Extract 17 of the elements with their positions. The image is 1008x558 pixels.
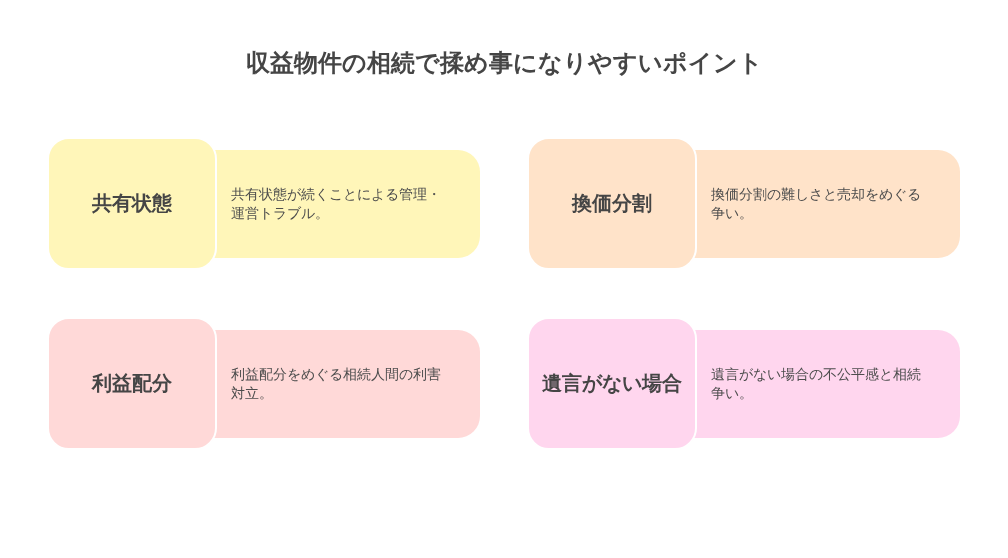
topic-heading: 換価分割	[572, 190, 652, 217]
description-text: 共有状態が続くことによる管理・運営トラブル。	[231, 185, 442, 223]
diagram-title: 収益物件の相続で揉め事になりやすいポイント	[244, 48, 764, 79]
topic-tile	[47, 317, 217, 450]
description-text: 利益配分をめぐる相続人間の利害対立。	[231, 365, 442, 403]
description-card	[693, 330, 960, 438]
topic-tile	[527, 137, 697, 270]
description-card	[213, 330, 480, 438]
topic-heading: 利益配分	[92, 370, 172, 397]
topic-tile	[47, 137, 217, 270]
description-card	[693, 150, 960, 258]
description-text: 換価分割の難しさと売却をめぐる争い。	[711, 185, 922, 223]
description-card	[213, 150, 480, 258]
topic-tile	[527, 317, 697, 450]
topic-heading: 遺言がない場合	[542, 370, 682, 397]
description-text: 遺言がない場合の不公平感と相続争い。	[711, 365, 922, 403]
topic-heading: 共有状態	[92, 190, 172, 217]
